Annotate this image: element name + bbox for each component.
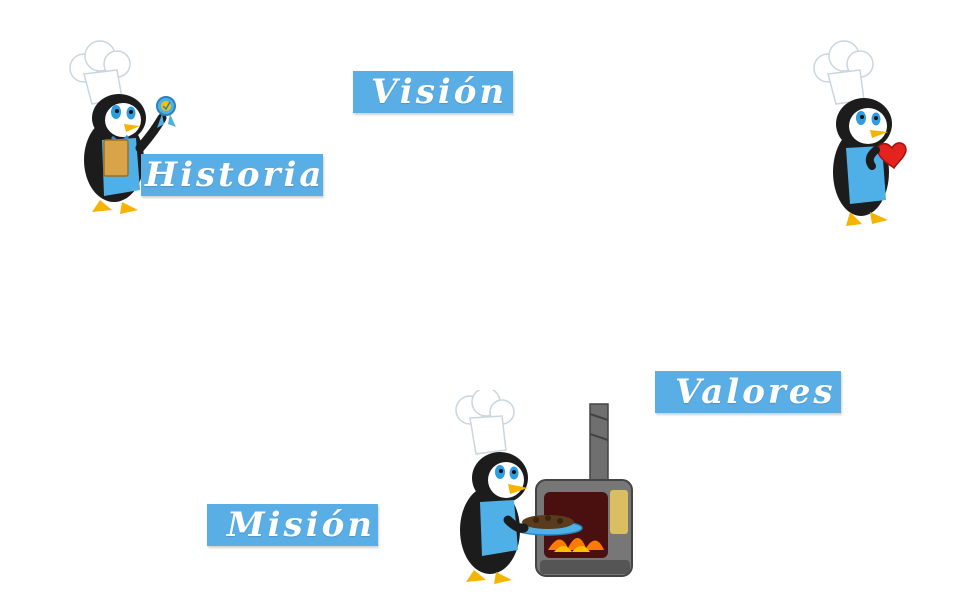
penguin-chef-with-heart-icon[interactable] [806,40,926,230]
penguin-chef-with-badge-icon[interactable] [62,40,192,218]
mision-link[interactable]: Misión [207,504,378,546]
penguin-chef-with-oven-icon[interactable] [444,390,640,590]
valores-link[interactable]: Valores [655,371,841,413]
vision-link[interactable]: Visión [353,71,513,113]
historia-link[interactable]: Historia [141,154,323,196]
